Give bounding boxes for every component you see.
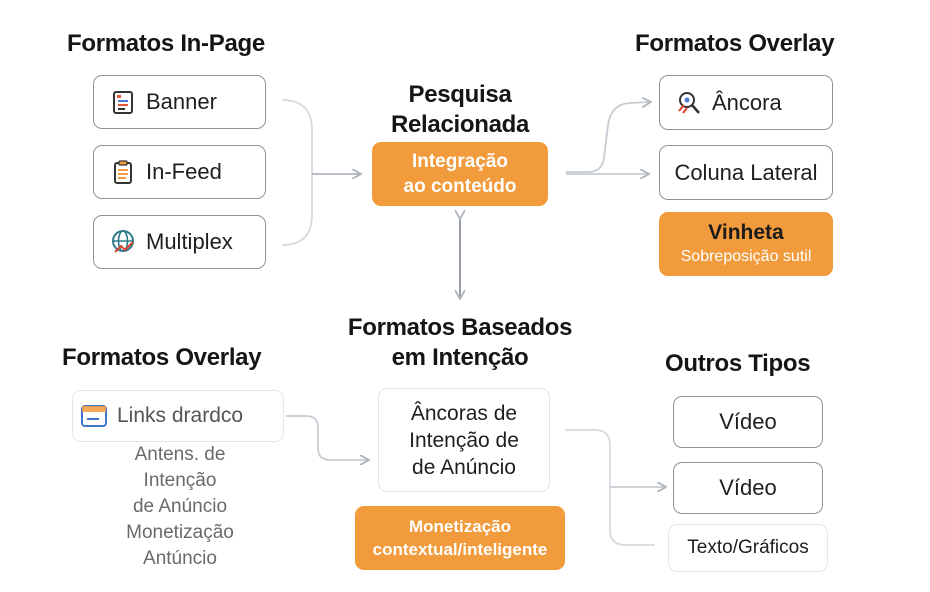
overlay-top-title: Formatos Overlay [635, 30, 835, 57]
document-icon [108, 87, 138, 117]
format-ancora[interactable]: Âncora [659, 75, 833, 130]
content-integration-badge: Integração ao conteúdo [372, 142, 548, 206]
clipboard-icon [108, 157, 138, 187]
related-search-title: Pesquisa Relacionada [390, 81, 530, 138]
links-box[interactable]: Links drardco [72, 390, 284, 442]
format-video-2-label: Vídeo [719, 475, 777, 500]
connector-inpage-bracket [281, 99, 313, 246]
format-texto-graficos[interactable]: Texto/Gráficos [668, 524, 828, 572]
monetization-badge: Monetização contextual/inteligente [355, 506, 565, 570]
format-ancora-label: Âncora [712, 89, 782, 115]
vinheta-title: Vinheta [708, 221, 784, 244]
format-texto-graficos-label: Texto/Gráficos [687, 537, 809, 558]
magnifier-icon [674, 88, 704, 118]
overlay-bottom-title: Formatos Overlay [62, 344, 262, 371]
others-title: Outros Tipos [665, 350, 811, 377]
arrow-links-to-intent [286, 415, 368, 460]
format-in-feed[interactable]: In-Feed [93, 145, 266, 199]
intent-anchor-box[interactable]: Âncoras de Intenção de de Anúncio [378, 388, 550, 492]
format-multiplex[interactable]: Multiplex [93, 215, 266, 269]
format-banner-label: Banner [146, 89, 217, 114]
format-in-feed-label: In-Feed [146, 159, 222, 184]
globe-icon [108, 227, 138, 257]
vinheta-subtitle: Sobreposição sutil [680, 248, 812, 265]
window-icon [79, 401, 109, 431]
format-coluna-lateral-label: Coluna Lateral [674, 159, 818, 185]
vinheta-badge: Vinheta Sobreposição sutil [659, 212, 833, 276]
format-video-1-label: Vídeo [719, 409, 777, 434]
intent-title: Formatos Baseados em Intenção [347, 314, 573, 371]
format-multiplex-label: Multiplex [146, 229, 233, 254]
format-banner[interactable]: Banner [93, 75, 266, 129]
in-page-title: Formatos In-Page [67, 30, 265, 57]
arrow-search-to-ancora [566, 102, 650, 173]
faded-text-block: Antens. de Intenção de Anúncio Monetizaç… [126, 444, 234, 569]
format-video-1[interactable]: Vídeo [673, 396, 823, 448]
format-video-2[interactable]: Vídeo [673, 462, 823, 514]
links-label: Links drardco [117, 404, 244, 427]
format-coluna-lateral[interactable]: Coluna Lateral [659, 145, 833, 200]
